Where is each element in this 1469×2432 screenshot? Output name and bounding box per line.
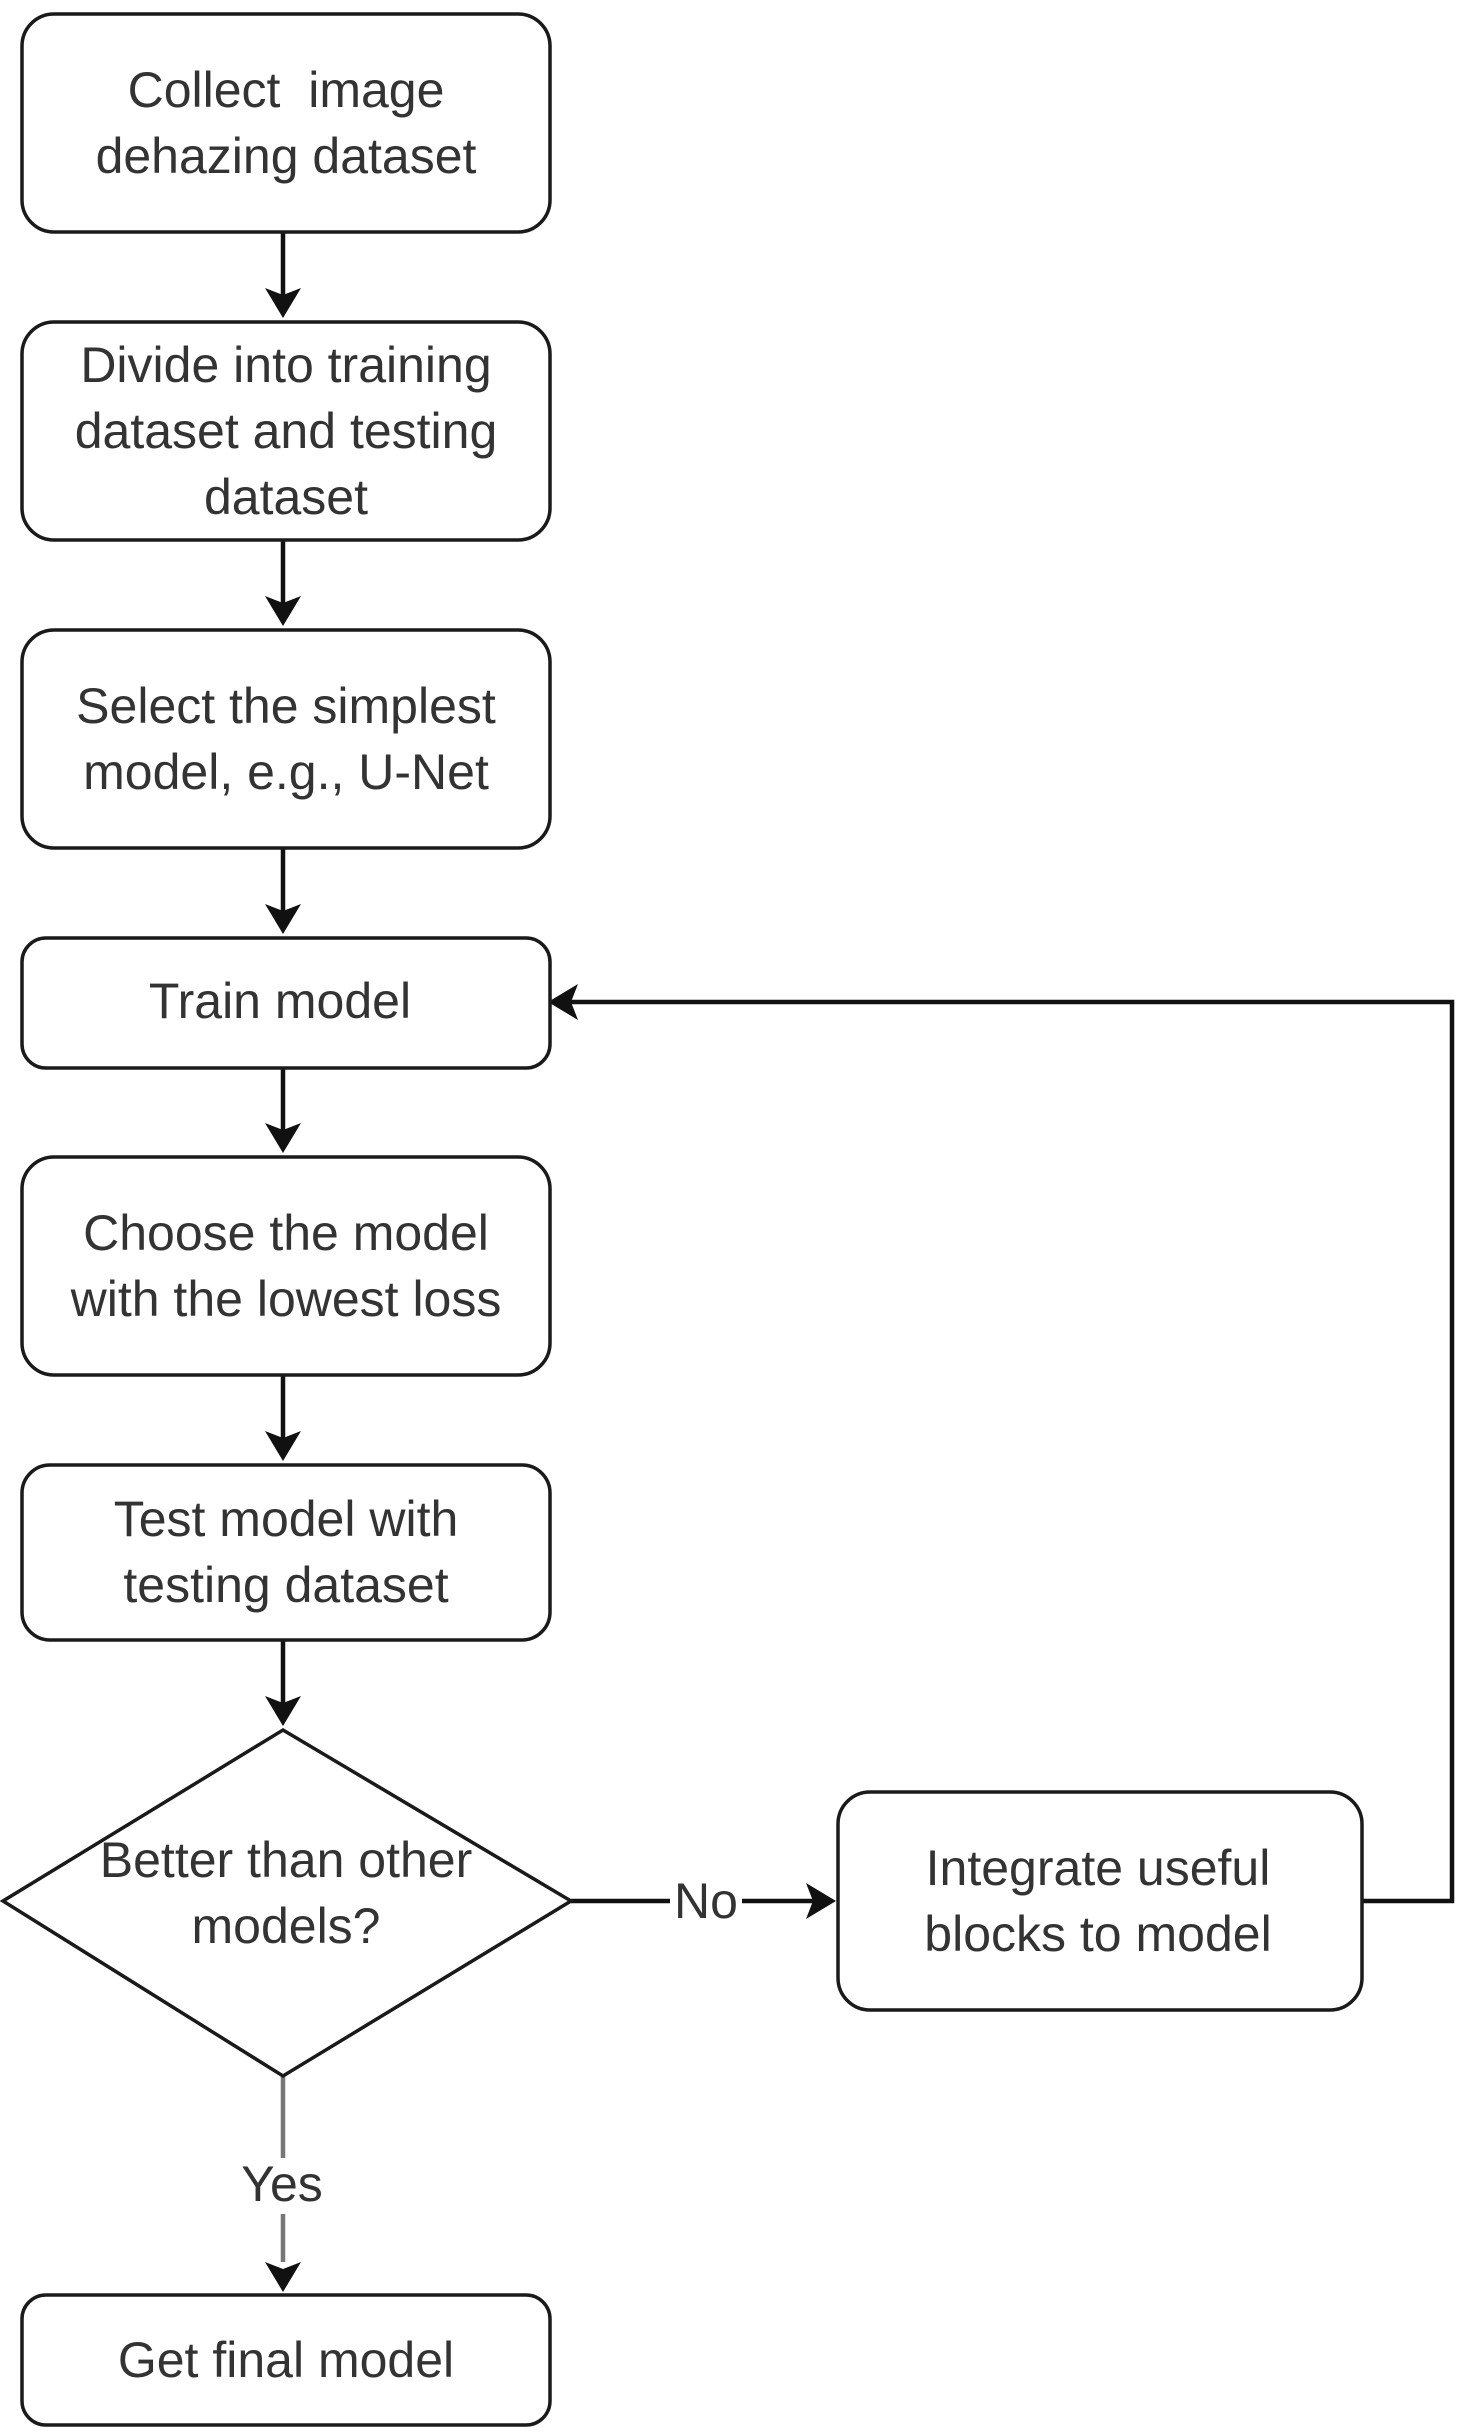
node-choose-model-label: Choose the model with the lowest loss (70, 1205, 502, 1327)
node-select-model-label: Select the simplest model, e.g., U-Net (76, 678, 496, 800)
arrowhead-icon (265, 1696, 301, 1726)
node-decision-better: Better than other models? (0, 1727, 575, 2079)
label-line: dataset and testing (75, 403, 498, 459)
node-collect-dataset-label: Collect image dehazing dataset (96, 62, 477, 184)
label-line: Test model with (114, 1491, 459, 1547)
label-line: testing dataset (123, 1557, 448, 1613)
arrowhead-icon (265, 596, 301, 626)
node-train-model-label: Train model (149, 973, 411, 1029)
label-line: Get final model (118, 2332, 454, 2388)
edge-integrate-loop-to-train (566, 999, 1455, 1904)
arrowhead-icon (265, 288, 301, 318)
node-test-model-label: Test model with testing dataset (114, 1491, 459, 1613)
edge-label-yes: Yes (241, 2156, 323, 2212)
arrowhead-icon (265, 1431, 301, 1461)
arrowhead-icon (265, 904, 301, 934)
arrowhead-icon (265, 2262, 301, 2292)
edge-label-no-group: No (670, 1873, 742, 1929)
node-final-model: Get final model (20, 2293, 552, 2427)
label-line: Choose the model (83, 1205, 489, 1261)
edge-label-yes-group: Yes (232, 2156, 332, 2214)
label-line: dataset (204, 469, 368, 525)
arrowhead-icon (548, 984, 578, 1020)
label-line: with the lowest loss (70, 1271, 502, 1327)
node-select-model: Select the simplest model, e.g., U-Net (20, 628, 552, 850)
node-train-model: Train model (20, 936, 552, 1070)
label-line: Collect image (128, 62, 445, 118)
node-test-model: Test model with testing dataset (20, 1463, 552, 1642)
label-line: blocks to model (924, 1906, 1271, 1962)
node-decision-better-label: Better than other models? (100, 1832, 472, 1954)
node-integrate-blocks: Integrate useful blocks to model (836, 1790, 1364, 2012)
node-divide-dataset: Divide into training dataset and testing d… (20, 320, 552, 542)
node-divide-dataset-label: Divide into training dataset and testing d… (75, 337, 498, 525)
label-line: Integrate useful (926, 1840, 1271, 1896)
node-integrate-blocks-label: Integrate useful blocks to model (924, 1840, 1271, 1962)
label-line: Train model (149, 973, 411, 1029)
label-line: Divide into training (80, 337, 491, 393)
node-collect-dataset: Collect image dehazing dataset (20, 12, 552, 234)
label-line: Select the simplest (76, 678, 496, 734)
arrowhead-icon (806, 1883, 836, 1919)
label-line: models? (192, 1898, 381, 1954)
label-line: Better than other (100, 1832, 472, 1888)
label-line: model, e.g., U-Net (83, 744, 489, 800)
edge-label-no: No (674, 1873, 738, 1929)
node-choose-model: Choose the model with the lowest loss (20, 1155, 552, 1377)
arrowhead-icon (265, 1123, 301, 1153)
node-final-model-label: Get final model (118, 2332, 454, 2388)
label-line: dehazing dataset (96, 128, 477, 184)
